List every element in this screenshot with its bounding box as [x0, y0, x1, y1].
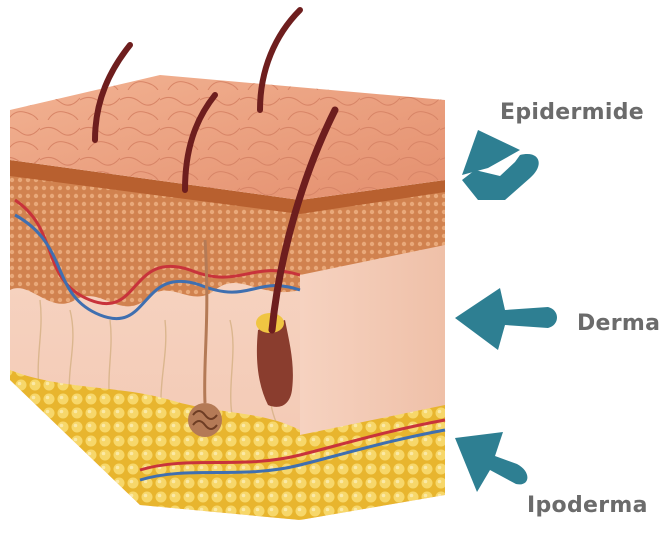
arrow-icon-hypodermis: [455, 432, 527, 492]
arrow-icon-dermis: [455, 288, 557, 350]
label-hypodermis: Ipoderma: [527, 493, 648, 518]
label-epidermis: Epidermide: [500, 100, 644, 125]
label-dermis: Derma: [577, 311, 660, 336]
arrow-icon-epidermis: [462, 130, 539, 200]
cube-side-face: [300, 180, 445, 520]
